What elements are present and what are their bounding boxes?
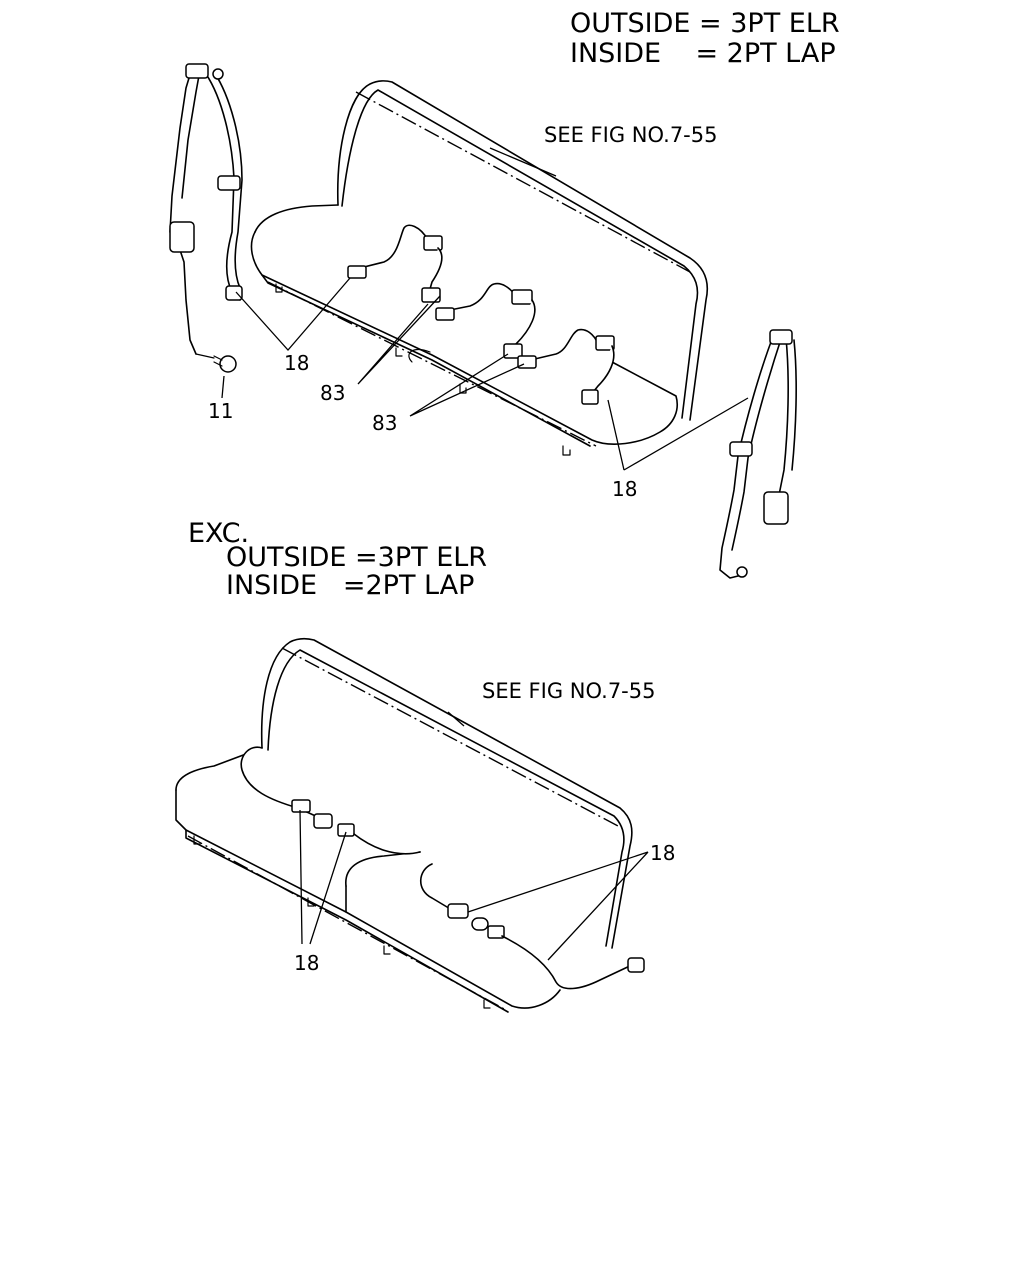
callout-shoulder-belt-right: 18 <box>612 477 637 501</box>
callout-shoulder-belt-left: 18 <box>284 351 309 375</box>
exc-note-label: EXC. <box>188 518 249 549</box>
top-seat-reference: SEE FIG NO.7-55 <box>544 123 718 147</box>
callout-lap-belt-right: 18 <box>650 841 675 865</box>
callout-buckle-left: 83 <box>320 381 345 405</box>
shoulder-belt-right <box>719 329 797 579</box>
top-note-line-1: OUTSIDE = 3PT ELR <box>570 8 840 39</box>
callout-bolt: 11 <box>208 399 233 423</box>
top-note-line-2: INSIDE = 2PT LAP <box>570 38 836 69</box>
inner-lap-belts <box>347 224 615 405</box>
shoulder-belt-left <box>169 63 243 355</box>
bottom-seat-reference: SEE FIG NO.7-55 <box>482 679 656 703</box>
bottom-leaders <box>299 711 649 961</box>
top-seat-assembly: SEE FIG NO.7-55 18 11 83 83 18 <box>169 63 797 579</box>
top-seat-back <box>336 80 709 421</box>
top-note: OUTSIDE = 3PT ELR INSIDE = 2PT LAP <box>570 8 840 69</box>
bottom-seat-cushion <box>175 747 561 1013</box>
top-seat-cushion <box>250 204 678 456</box>
exc-note-line-2: INSIDE =2PT LAP <box>226 570 474 601</box>
lap-belt-left <box>240 746 421 855</box>
callout-buckle-right: 83 <box>372 411 397 435</box>
bottom-seat-assembly: SEE FIG NO.7-55 18 18 <box>175 637 675 1013</box>
top-leaders <box>221 147 749 471</box>
exc-note-line-1: OUTSIDE =3PT ELR <box>226 542 487 573</box>
bottom-seat-back <box>260 637 633 949</box>
callout-lap-belt-left: 18 <box>294 951 319 975</box>
bolt-11 <box>195 353 237 373</box>
lap-belt-right <box>419 863 645 990</box>
exc-note: EXC. OUTSIDE =3PT ELR INSIDE =2PT LAP <box>188 518 487 601</box>
